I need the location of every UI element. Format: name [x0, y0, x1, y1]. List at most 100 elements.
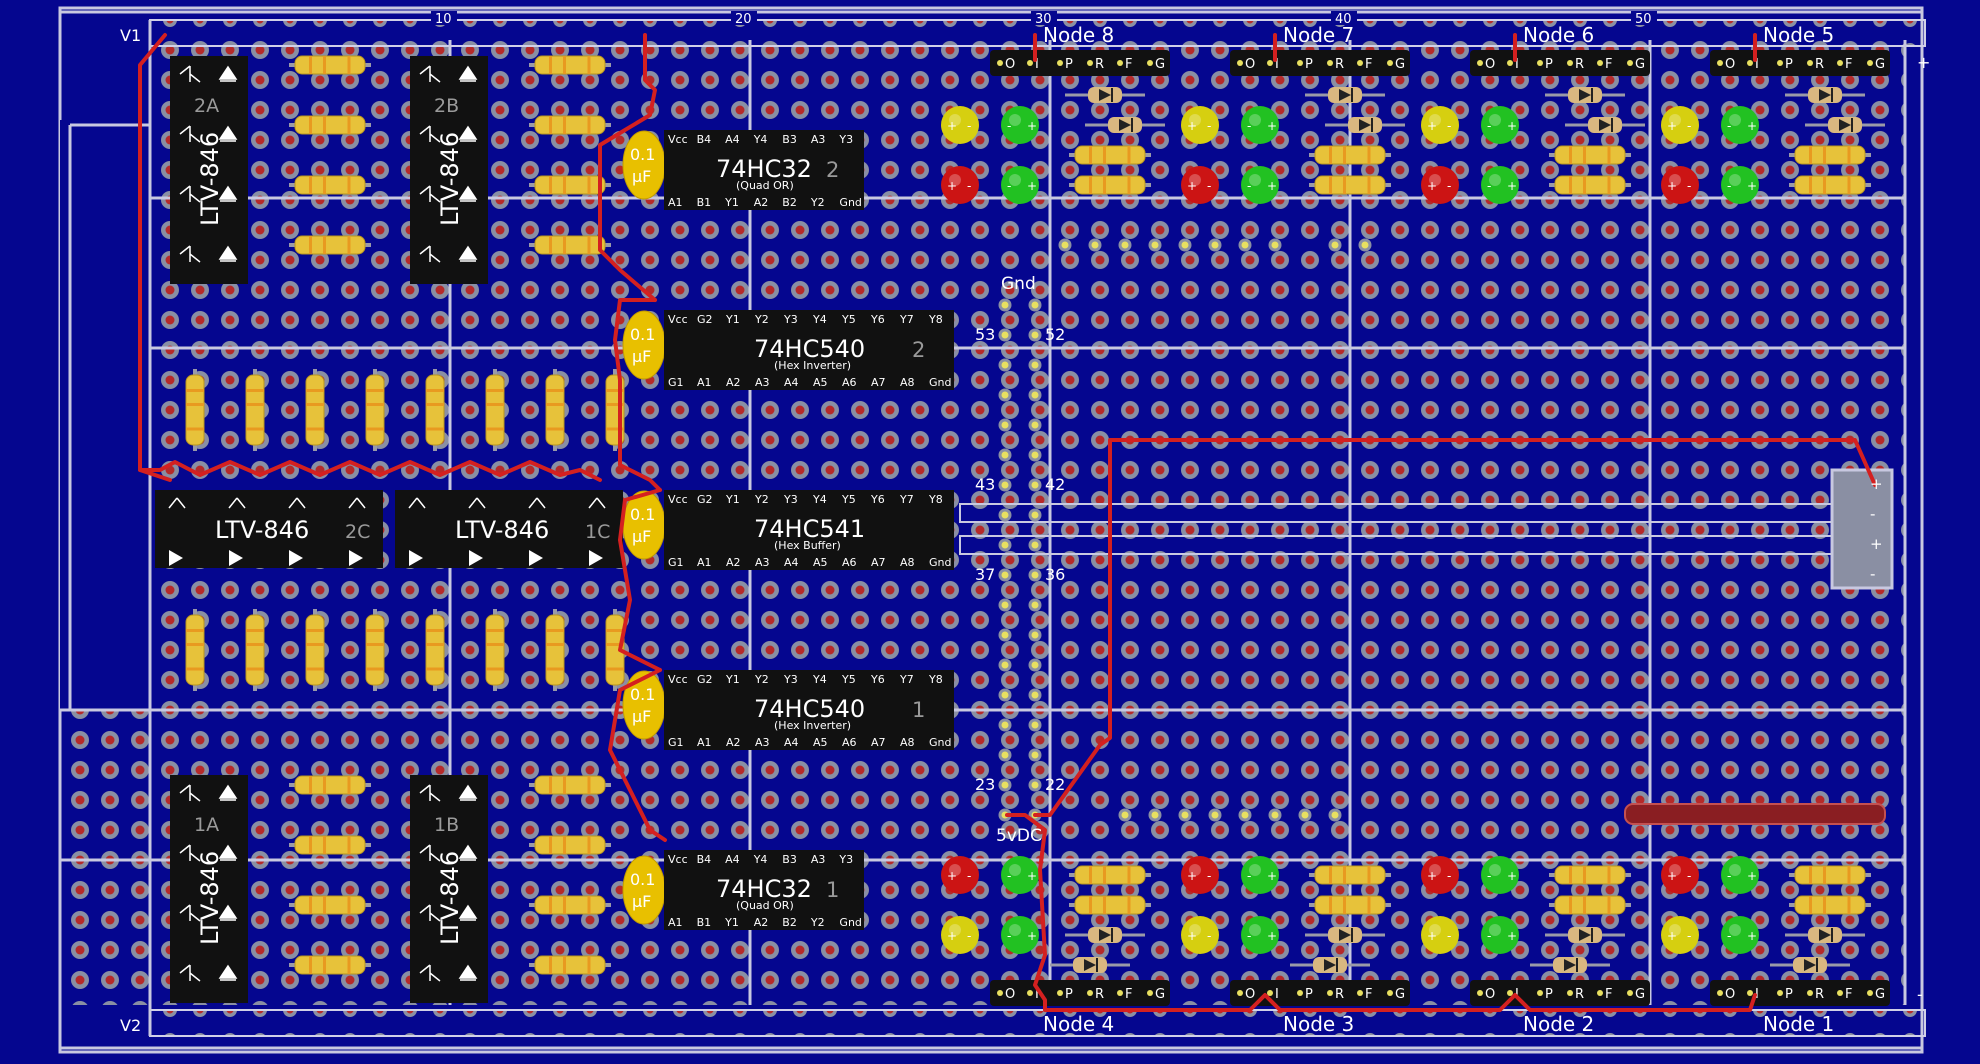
chip-pin-label: Y8 — [928, 673, 943, 686]
wire-1 — [138, 33, 172, 482]
resistor-lower-bank — [365, 609, 385, 691]
header-pin-G: G — [1155, 57, 1165, 72]
led-sign-b: - — [1207, 929, 1211, 943]
resistor-upper-bank — [245, 369, 265, 451]
wire-6 — [608, 668, 667, 842]
chip-pin-label: Y3 — [783, 673, 798, 686]
chip-pin-label: G2 — [697, 673, 713, 686]
led-sign-a: - — [1487, 869, 1491, 883]
node-resistor — [1789, 175, 1871, 195]
node-led-red: +- — [941, 166, 979, 204]
node-led-green: -+ — [1001, 856, 1039, 894]
led-sign-a: - — [1487, 929, 1491, 943]
node-label-top: Node 5 — [1763, 23, 1834, 47]
node-diode — [1085, 117, 1165, 133]
vdc-label: 5vDC — [996, 826, 1042, 846]
led-sign-b: + — [1507, 929, 1517, 943]
node-label-bottom: Node 3 — [1283, 1012, 1354, 1036]
header-pin-P: P — [1785, 57, 1793, 72]
decoupling-capacitor-3: 0.1µF — [622, 490, 666, 560]
chip-pin-label: Y4 — [753, 133, 768, 146]
node-label-top: Node 6 — [1523, 23, 1594, 47]
led-sign-b: + — [1267, 119, 1277, 133]
header-pin-P: P — [1065, 57, 1073, 72]
pin-number-52: 52 — [1045, 325, 1065, 344]
resistor-2a — [289, 115, 371, 135]
chip-pin-label: A2 — [726, 736, 741, 749]
wire-3 — [598, 33, 657, 302]
led-sign-b: + — [1747, 119, 1757, 133]
node-led-yellow: +- — [941, 106, 979, 144]
connector-sign: + — [1870, 475, 1883, 493]
node-led-green: -+ — [1481, 916, 1519, 954]
rail-minus-label: - — [1917, 985, 1923, 1004]
chip-pin-label: A7 — [871, 556, 886, 569]
chip-pin-label: A2 — [726, 376, 741, 389]
chip-pin-label: Y2 — [754, 313, 769, 326]
wire-2 — [138, 460, 602, 482]
header-pin-R: R — [1095, 987, 1104, 1002]
node-diode — [1305, 927, 1385, 943]
chip-pin-label: A1 — [668, 916, 683, 929]
led-sign-b: + — [1747, 179, 1757, 193]
resistor-upper-bank — [425, 369, 445, 451]
power-column — [998, 238, 1372, 822]
chip-pin-label: A3 — [755, 376, 770, 389]
header-pin-P: P — [1305, 57, 1313, 72]
led-sign-a: + — [1187, 119, 1197, 133]
node-led-yellow: +- — [1661, 916, 1699, 954]
chip-pin-label: A1 — [668, 196, 683, 209]
node-diode — [1050, 957, 1130, 973]
header-pin-P: P — [1545, 987, 1553, 1002]
led-sign-a: + — [1187, 929, 1197, 943]
chip-pin-label: B3 — [782, 133, 797, 146]
node-led-green: -+ — [1721, 856, 1759, 894]
ruler-number-40: 40 — [1335, 12, 1352, 27]
chip-pin-label: A6 — [842, 376, 857, 389]
node-resistor — [1789, 895, 1871, 915]
pin-number-42: 42 — [1045, 475, 1065, 494]
led-sign-a: + — [1667, 929, 1677, 943]
header-pin-G: G — [1155, 987, 1165, 1002]
gnd-label: Gnd — [1001, 274, 1036, 294]
resistor-1b — [529, 775, 611, 795]
chip-pin-label: B4 — [697, 853, 712, 866]
node-led-red: +- — [941, 856, 979, 894]
connector-sign: - — [1870, 565, 1875, 583]
chip-pin-label: A5 — [813, 376, 828, 389]
chip-pin-label: Vcc — [668, 313, 688, 326]
header-pin-F: F — [1605, 57, 1612, 72]
chip-pin-label: Y3 — [838, 133, 853, 146]
node-led-green: -+ — [1001, 106, 1039, 144]
ruler-number-10: 10 — [435, 12, 452, 27]
led-sign-b: - — [967, 179, 971, 193]
capacitor-unit: µF — [632, 892, 651, 911]
resistor-2b — [529, 175, 611, 195]
chip-description: (Hex Buffer) — [774, 539, 841, 552]
ruler-bg — [431, 11, 457, 25]
resistor-lower-bank — [485, 609, 505, 691]
node-diode — [1770, 957, 1850, 973]
resistor-1b — [529, 955, 611, 975]
node-led-green: -+ — [1721, 916, 1759, 954]
header-pin-I: I — [1035, 57, 1039, 72]
chip-pin-label: A8 — [900, 736, 915, 749]
resistor-2a — [289, 235, 371, 255]
chip-pin-label: G1 — [668, 376, 684, 389]
led-sign-a: - — [1247, 119, 1251, 133]
capacitor-unit: µF — [632, 347, 651, 366]
chip-pin-label: A6 — [842, 736, 857, 749]
node-led-green: -+ — [1241, 916, 1279, 954]
chip-pin-label: G1 — [668, 556, 684, 569]
resistor-lower-bank — [545, 609, 565, 691]
rail-top-label: V1 — [120, 26, 141, 45]
ruler-bg — [1331, 11, 1357, 25]
chip-pin-label: Y6 — [870, 493, 885, 506]
capacitor-unit: µF — [632, 167, 651, 186]
resistor-lower-bank — [185, 609, 205, 691]
